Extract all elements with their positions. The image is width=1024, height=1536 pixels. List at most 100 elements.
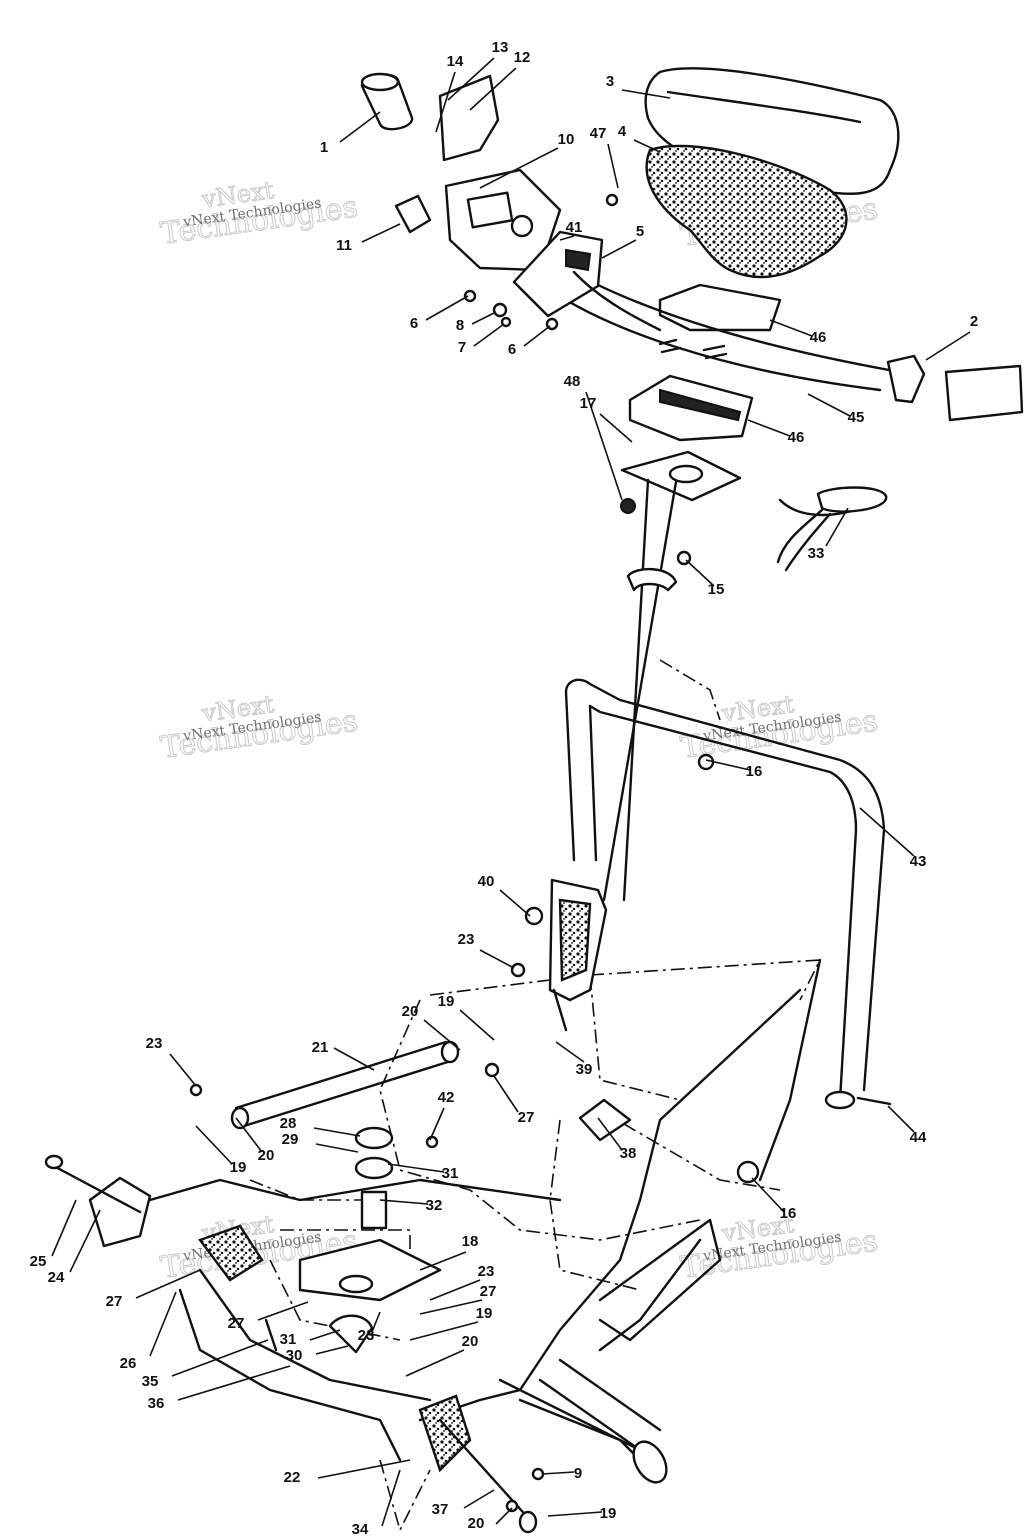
callout-leader [149,1291,177,1357]
callout-leader [859,807,915,857]
callout-label: 40 [478,873,495,890]
callout-leader [463,1489,495,1509]
callout-label: 20 [258,1147,275,1164]
callout-leader [621,89,671,99]
handlebar-left-tube [572,270,662,332]
callout-label: 19 [230,1159,247,1176]
callout-label: 46 [810,329,827,346]
callout-label: 19 [476,1305,493,1322]
callout-leader [607,143,619,189]
callout-leader [257,1301,309,1321]
callout-label: 23 [458,931,475,948]
callout-leader [495,1507,513,1525]
callout-label: 42 [438,1089,455,1106]
callout-label: 27 [518,1109,535,1126]
callout-leader [169,1053,197,1087]
left-spindle [44,1154,264,1282]
callout-leader [555,1041,585,1063]
callout-leader [135,1269,201,1299]
callout-leader [409,1321,479,1341]
callout-label: 13 [492,39,509,56]
callout-label: 16 [746,763,763,780]
callout-label: 8 [456,317,464,334]
callout-label: 31 [442,1165,459,1182]
callout-label: 30 [286,1347,303,1364]
callout-leader [887,1105,915,1133]
callout-leader [361,223,401,243]
callout-leader [499,889,531,917]
callout-label: 44 [910,1129,927,1146]
callout-label: 18 [462,1233,479,1250]
callout-label: 20 [402,1003,419,1020]
callout-label: 16 [780,1205,797,1222]
callout-leader [547,1511,603,1517]
callout-leader [315,1345,349,1355]
callout-leader [379,1199,429,1205]
callout-label: 20 [468,1515,485,1532]
callout-leader [429,1107,445,1141]
callout-leader [493,1075,519,1113]
left-controls [360,72,604,318]
switch-11 [394,194,432,234]
callout-label: 27 [480,1283,497,1300]
callout-leader [333,1047,375,1071]
callout-label: 23 [146,1035,163,1052]
callout-leader [925,331,971,361]
callout-label: 29 [282,1131,299,1148]
column-plate [620,450,742,502]
center-pivot [298,1126,442,1354]
callout-leader [235,1117,263,1153]
callout-label: 6 [508,341,516,358]
callout-leader [599,413,633,443]
callout-leader [423,1019,461,1051]
roll-bar [564,678,886,1110]
callout-leader [69,1209,101,1273]
callout-leader [339,111,381,143]
callout-label: 20 [462,1333,479,1350]
callout-label: 10 [558,131,575,148]
callout-label: 7 [458,339,466,356]
callout-label: 25 [30,1253,47,1270]
callout-label: 27 [228,1315,245,1332]
throttle-housing [886,354,926,404]
control-cover [438,74,500,162]
boot-33 [816,486,888,513]
callout-label: 19 [600,1505,617,1522]
callout-label: 15 [708,581,725,598]
callout-label: 27 [106,1293,123,1310]
callout-label: 28 [280,1115,297,1132]
callout-leader [419,1299,483,1315]
callout-label: 36 [148,1395,165,1412]
callout-label: 23 [358,1327,375,1344]
callout-label: 43 [910,853,927,870]
callout-leader [585,391,623,501]
callout-leader [705,759,751,771]
callout-label: 5 [636,223,644,240]
callout-leader [309,1329,341,1341]
callout-label: 12 [514,49,531,66]
steering-column [548,450,742,1032]
callout-leader [559,235,575,241]
callout-leader [523,325,551,347]
callout-leader [601,239,637,259]
callout-leader [479,147,559,189]
rear-tube [538,1358,668,1484]
callout-leader [469,67,517,111]
callout-leader [459,1009,495,1041]
callout-label: 17 [580,395,597,412]
callout-leader [381,1469,401,1527]
callout-label: 14 [447,53,464,70]
callout-leader [419,1251,467,1271]
callout-label: 9 [574,1465,582,1482]
callout-leader [751,1177,785,1213]
callout-label: 45 [848,409,865,426]
callout-label: 39 [576,1061,593,1078]
callout-label: 35 [142,1373,159,1390]
right-spindle [418,1394,538,1534]
callout-leader [633,139,661,153]
callout-leader [747,419,791,437]
callout-leader [435,71,456,133]
frame-phantom-lines [249,659,822,1533]
